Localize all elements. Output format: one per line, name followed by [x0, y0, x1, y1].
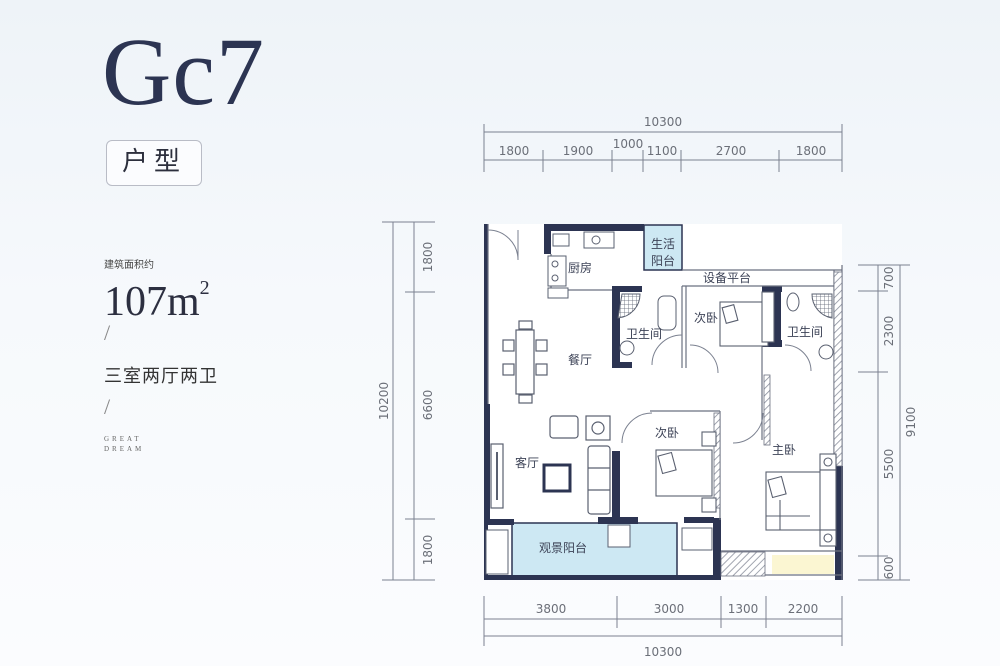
- hatched-wall: [713, 412, 721, 509]
- room-dining: 餐厅: [568, 352, 592, 367]
- dim-right-seg: 2300: [882, 316, 896, 347]
- door-swings: [487, 229, 812, 444]
- dim-top-seg: 1900: [563, 144, 594, 158]
- dimension-bottom-labels: 3800 3000 1300 2200 10300: [536, 602, 819, 659]
- layout-description: 三室两厅两卫: [104, 366, 218, 387]
- dim-top-seg: 2700: [716, 144, 747, 158]
- room-bedroom-3: 次卧: [655, 426, 679, 440]
- dim-right-seg: 5500: [882, 449, 896, 480]
- walls: [484, 224, 843, 580]
- dining-table: [502, 320, 548, 404]
- type-badge: 户型: [106, 140, 202, 186]
- dim-right-seg: 600: [882, 557, 896, 580]
- tagline-line2: DREAM: [104, 445, 145, 453]
- bedroom-furniture: [655, 291, 837, 547]
- dim-left-seg: 1800: [421, 535, 435, 566]
- dim-right-total: 9100: [904, 407, 918, 438]
- dim-top-seg: 1800: [499, 144, 530, 158]
- area-value: 107m2: [104, 270, 210, 326]
- dim-left-seg: 1800: [421, 242, 435, 273]
- room-labels: 厨房 生活 阳台 设备平台 卫生间 次卧 卫生间 餐厅 客厅 次卧 主卧 观景阳…: [515, 237, 823, 555]
- bathroom-fixtures: [485, 292, 834, 575]
- room-equipment-platform: 设备平台: [703, 270, 751, 285]
- kitchen-fixtures: [547, 231, 615, 299]
- dim-bottom-seg: 3000: [654, 602, 685, 616]
- dimension-left: [382, 221, 435, 581]
- living-furniture: [490, 415, 611, 515]
- dimension-bottom: [483, 596, 843, 646]
- dim-bottom-seg: 3800: [536, 602, 567, 616]
- dim-top-seg: 1100: [647, 144, 678, 158]
- hatched-wall: [720, 551, 766, 577]
- room-bathroom-1: 卫生间: [626, 327, 662, 341]
- dim-bottom-seg: 2200: [788, 602, 819, 616]
- dimension-right-labels: 700 2300 5500 600 9100: [882, 267, 918, 580]
- separator-slash: /: [104, 320, 111, 345]
- dim-right-seg: 700: [882, 267, 896, 290]
- model-code: Gc7: [102, 18, 265, 125]
- room-utility-balcony-1: 生活: [651, 237, 675, 251]
- dimension-right: [858, 264, 910, 581]
- dim-left-total: 10200: [377, 382, 391, 420]
- room-bathroom-2: 卫生间: [787, 325, 823, 339]
- utility-balcony-fill: [643, 224, 683, 271]
- dim-top-total: 10300: [644, 115, 682, 129]
- room-utility-balcony-2: 阳台: [651, 253, 675, 268]
- hatched-wall: [763, 374, 771, 446]
- dimension-left-labels: 10200 1800 6600 1800: [377, 242, 435, 566]
- area-unit-superscript: 2: [199, 277, 210, 299]
- tagline: GREAT DREAM: [104, 434, 144, 454]
- room-view-balcony: 观景阳台: [539, 540, 587, 555]
- room-master-bedroom: 主卧: [772, 443, 796, 457]
- dim-top-seg: 1800: [796, 144, 827, 158]
- separator-slash: /: [104, 394, 111, 419]
- area-label: 建筑面积约: [104, 260, 154, 271]
- dimension-top: [483, 124, 843, 172]
- dimension-top-labels: 10300 1800 1900 1000 1100 2700 1800: [499, 115, 827, 158]
- area-number: 107m: [104, 279, 200, 325]
- master-balcony-fill: [772, 555, 834, 574]
- dim-left-seg: 6600: [421, 390, 435, 421]
- dim-bottom-seg: 1300: [728, 602, 759, 616]
- dim-top-seg: 1000: [613, 137, 644, 151]
- tagline-line1: GREAT: [104, 435, 142, 443]
- room-kitchen: 厨房: [568, 260, 592, 275]
- view-balcony-fill: [511, 522, 678, 577]
- room-bedroom-2: 次卧: [694, 311, 718, 325]
- dim-bottom-total: 10300: [644, 645, 682, 659]
- hatched-wall: [833, 271, 843, 467]
- room-living: 客厅: [515, 455, 539, 470]
